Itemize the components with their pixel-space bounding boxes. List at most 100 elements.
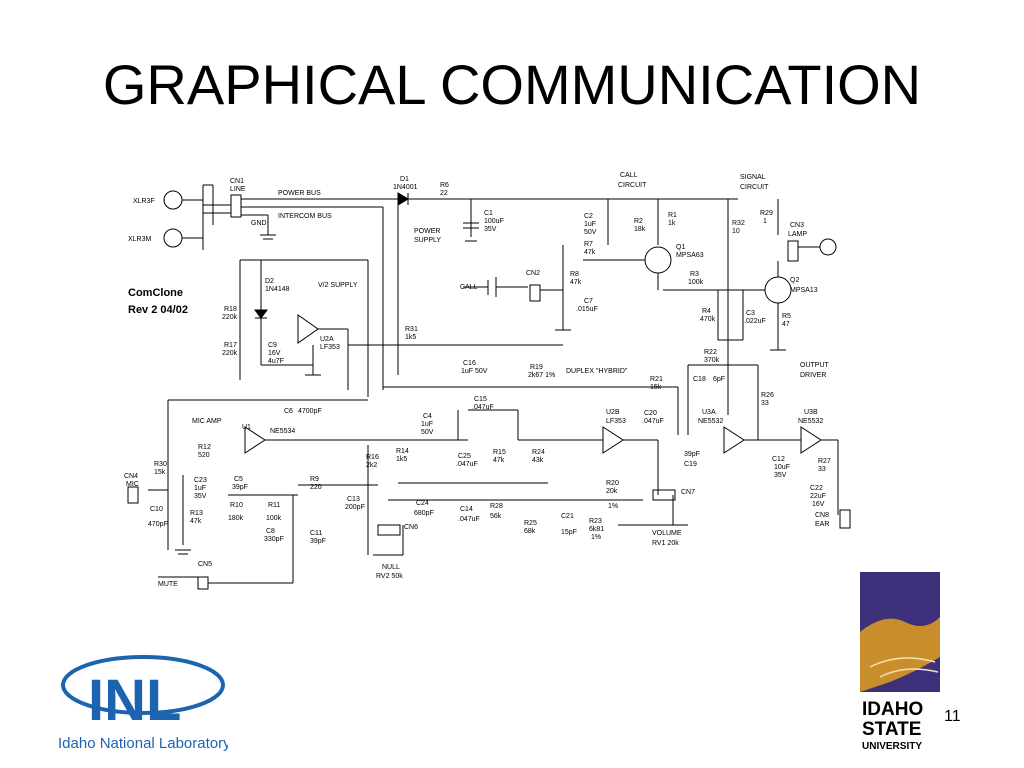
rv1-label: RV1 20k [652, 540, 679, 547]
c11-label: C11 [310, 530, 322, 537]
r32-label: R32 [732, 220, 745, 227]
r25-label: R25 [524, 520, 537, 527]
r3-value: 100k [688, 279, 704, 286]
c14-label: C14 [460, 506, 473, 513]
c18-value: 6pF [713, 376, 725, 383]
c25-label: C25 [458, 453, 471, 460]
r6-value: 22 [440, 190, 448, 197]
power-supply-label2: SUPPLY [414, 237, 441, 244]
cn1-label: CN1 [230, 178, 244, 185]
u1-part-label: NE5534 [270, 428, 295, 435]
d1-part-label: 1N4001 [393, 184, 418, 191]
r13-value: 47k [190, 518, 202, 525]
c1-value1: 100uF [484, 218, 504, 225]
board-revision: Rev 2 04/02 [128, 304, 188, 316]
isu-line1: IDAHO [862, 699, 923, 720]
r8-value: 47k [570, 279, 582, 286]
c22-value2: 16V [812, 501, 825, 508]
r1-value: 1k [668, 220, 676, 227]
c19-label: C19 [684, 461, 697, 468]
inl-letters: INL [88, 668, 181, 733]
c6-label: C6 [284, 408, 293, 415]
c7-label: C7 [584, 298, 593, 305]
r4-value: 470k [700, 316, 716, 323]
d2-label: D2 [265, 278, 274, 285]
r21-label: R21 [650, 376, 663, 383]
c8-value: 330pF [264, 536, 284, 543]
inl-name: Idaho National Laboratory [58, 735, 228, 752]
r9-value: 220 [310, 484, 322, 491]
r16-label: R16 [366, 454, 379, 461]
c25-value: .047uF [456, 461, 478, 468]
call-label: CALL [460, 284, 478, 291]
cn6-label: CN6 [404, 524, 418, 531]
ear-label: EAR [815, 521, 829, 528]
cn7-label: CN7 [681, 489, 695, 496]
q2-part-label: MPSA13 [790, 287, 818, 294]
r19-value: 2k67 1% [528, 372, 555, 379]
c3-label: C3 [746, 310, 755, 317]
r25-value: 68k [524, 528, 536, 535]
r11-label: R11 [268, 502, 280, 509]
r4-label: R4 [702, 308, 711, 315]
r30-label: R30 [154, 461, 167, 468]
c22-label: C22 [810, 485, 823, 492]
r2-value: 18k [634, 226, 646, 233]
c2-label: C2 [584, 213, 593, 220]
r9-label: R9 [310, 476, 319, 483]
cn4-label: CN4 [124, 473, 138, 480]
r21-value: 15k [650, 384, 662, 391]
output-driver-label1: OUTPUT [800, 362, 830, 369]
c16-value: 1uF 50V [461, 368, 488, 375]
line-label: LINE [230, 186, 246, 193]
r24-label: R24 [532, 449, 545, 456]
r10-label: R10 [230, 502, 243, 509]
v2-supply-label: V/2 SUPPLY [318, 282, 358, 289]
r17-label: R17 [224, 342, 237, 349]
c12-value2: 35V [774, 472, 787, 479]
r20-value1: 20k [606, 488, 618, 495]
r12-value: 520 [198, 452, 210, 459]
r20-label: R20 [606, 480, 619, 487]
q1-label: Q1 [676, 244, 685, 251]
r18-label: R18 [224, 306, 237, 313]
r15-label: R15 [493, 449, 506, 456]
q2-label: Q2 [790, 277, 799, 284]
r5-value: 47 [782, 321, 790, 328]
u2b-label: U2B [606, 409, 620, 416]
r3-label: R3 [690, 271, 699, 278]
c10-value: 470pF [148, 521, 168, 528]
power-bus-label: POWER BUS [278, 190, 321, 197]
c11-value: 39pF [310, 538, 326, 545]
u3b-label: U3B [804, 409, 818, 416]
r14-label: R14 [396, 448, 409, 455]
c18-label: C18 [693, 376, 706, 383]
c24-label: C24 [416, 500, 429, 507]
c6-value: 4700pF [298, 408, 322, 415]
c13-value: 200pF [345, 504, 365, 511]
r11-value: 100k [266, 515, 282, 522]
c23-value2: 35V [194, 493, 207, 500]
r18-value: 220k [222, 314, 238, 321]
cn3-label: CN3 [790, 222, 804, 229]
u1-label: U1 [242, 424, 251, 431]
r1-label: R1 [668, 212, 677, 219]
r27-value: 33 [818, 466, 826, 473]
signal-circuit-label2: CIRCUIT [740, 184, 769, 191]
signal-circuit-label1: SIGNAL [740, 174, 766, 181]
volume-label: VOLUME [652, 530, 682, 537]
r29-value: 1 [763, 218, 767, 225]
r5-label: R5 [782, 313, 791, 320]
c9-value1: 16V [268, 350, 281, 357]
r23-value2: 1% [591, 534, 601, 541]
c12-label: C12 [772, 456, 785, 463]
c15-value: .047uF [472, 404, 494, 411]
r20-value2: 1% [608, 503, 618, 510]
r16-value: 2k2 [366, 462, 377, 469]
cn5-label: CN5 [198, 561, 212, 568]
r12-label: R12 [198, 444, 211, 451]
c23-value1: 1uF [194, 485, 206, 492]
call-circuit-label1: CALL [620, 172, 638, 179]
r6-label: R6 [440, 182, 449, 189]
isu-line3: UNIVERSITY [862, 741, 922, 752]
